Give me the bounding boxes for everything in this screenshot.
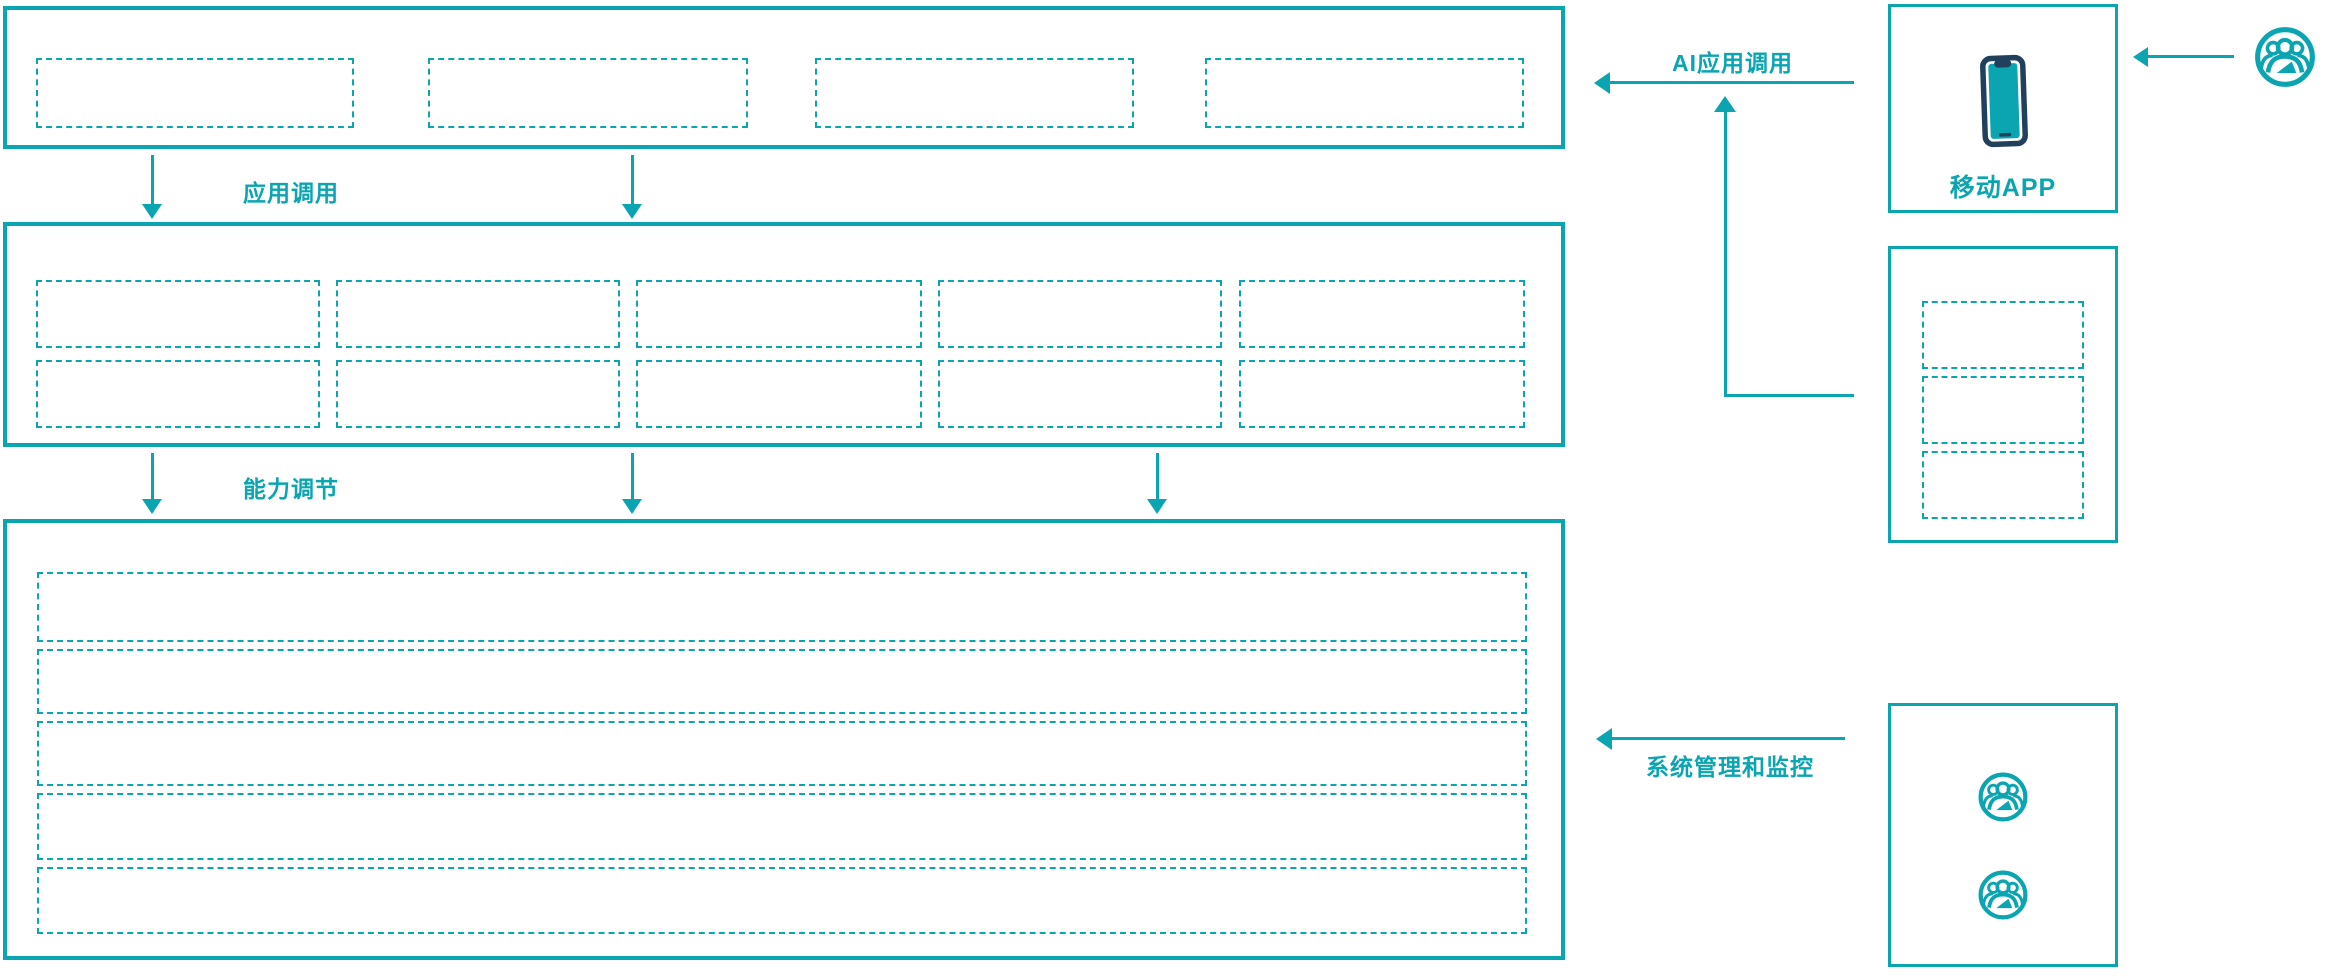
down-arrow-icon	[142, 499, 162, 514]
middle-band-placeholder	[938, 280, 1222, 348]
middle-band-placeholder	[36, 280, 320, 348]
middle-band-placeholder	[336, 280, 620, 348]
top-band-placeholder-3	[815, 58, 1134, 128]
middle-band-placeholder	[636, 280, 922, 348]
mobile-app-box	[1888, 4, 2118, 213]
down-arrow-icon	[142, 204, 162, 219]
middle-band	[3, 222, 1565, 447]
middle-band-placeholder	[636, 360, 922, 428]
top-band-placeholder-4	[1205, 58, 1524, 128]
ai-call-arrow-line	[1608, 81, 1854, 84]
ai-app-call-label: AI应用调用	[1672, 50, 1793, 76]
down-arrow-shaft	[151, 453, 154, 500]
mobile-app-label: 移动APP	[1949, 174, 2057, 202]
right-middle-placeholder-2	[1922, 376, 2084, 444]
bottom-band-row-5	[37, 867, 1527, 934]
user-group-icon	[1976, 868, 2030, 922]
bottom-band-row-1	[37, 572, 1527, 642]
system-monitor-label: 系统管理和监控	[1646, 754, 1814, 780]
left-arrow-icon	[1594, 72, 1610, 94]
user-group-icon	[1976, 770, 2030, 824]
down-arrow-shaft	[631, 155, 634, 205]
up-arrow-shaft	[1724, 110, 1727, 397]
user-group-icon	[2252, 24, 2318, 90]
down-arrow-shaft	[151, 155, 154, 205]
bottom-band-row-2	[37, 649, 1527, 714]
bottom-band-row-4	[37, 793, 1527, 860]
left-arrow-icon	[2133, 47, 2148, 67]
app-call-label: 应用调用	[243, 180, 339, 206]
down-arrow-shaft	[631, 453, 634, 500]
left-arrow-icon	[1596, 728, 1612, 750]
top-band	[3, 6, 1565, 149]
right-middle-placeholder-3	[1922, 451, 2084, 519]
right-middle-box	[1888, 246, 2118, 543]
bottom-band	[3, 519, 1565, 960]
middle-band-placeholder	[336, 360, 620, 428]
middle-band-placeholder	[1239, 280, 1525, 348]
up-arrow-icon	[1714, 96, 1736, 112]
system-monitor-arrow-line	[1610, 737, 1845, 740]
down-arrow-icon	[1147, 499, 1167, 514]
down-arrow-icon	[622, 499, 642, 514]
down-arrow-shaft	[1156, 453, 1159, 500]
bottom-band-row-3	[37, 721, 1527, 786]
top-band-placeholder-1	[36, 58, 354, 128]
user-entry-arrow-line	[2146, 55, 2234, 58]
right-middle-placeholder-1	[1922, 301, 2084, 369]
admin-box	[1888, 703, 2118, 967]
middle-band-placeholder	[938, 360, 1222, 428]
elbow-connector	[1724, 394, 1854, 397]
middle-band-placeholder	[1239, 360, 1525, 428]
middle-band-placeholder	[36, 360, 320, 428]
down-arrow-icon	[622, 204, 642, 219]
capability-label: 能力调节	[243, 476, 339, 502]
smartphone-icon	[1979, 54, 2029, 148]
top-band-placeholder-2	[428, 58, 748, 128]
